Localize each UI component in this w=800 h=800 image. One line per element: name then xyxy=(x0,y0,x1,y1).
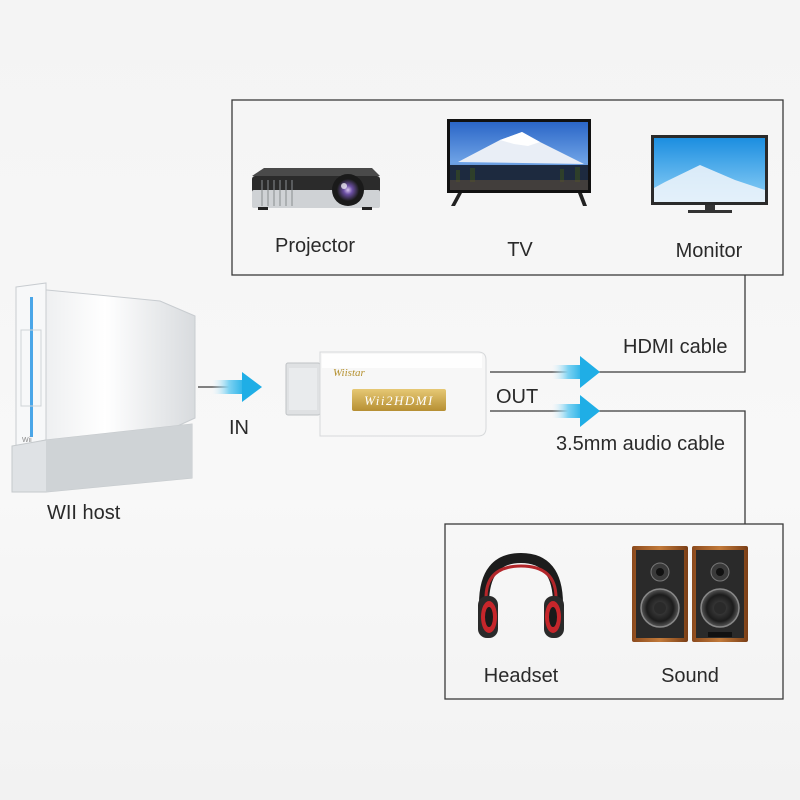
monitor-image xyxy=(651,135,768,213)
label-wii-host: WII host xyxy=(47,502,121,524)
speakers-image xyxy=(632,546,748,642)
audio-devices-box xyxy=(444,523,784,700)
audio-arrow xyxy=(552,395,600,427)
hdmi-adapter-image: Wiistar Wii2HDMI xyxy=(285,351,487,437)
headset-image xyxy=(478,552,564,638)
label-hdmi-cable: HDMI cable xyxy=(623,336,727,358)
display-devices-box xyxy=(231,99,784,276)
projector-image xyxy=(252,168,380,210)
label-tv: TV xyxy=(507,239,533,261)
adapter-gold-badge xyxy=(352,389,446,411)
svg-text:Wii: Wii xyxy=(22,437,32,444)
tv-image xyxy=(447,119,591,206)
label-audio-cable: 3.5mm audio cable xyxy=(556,433,725,455)
label-projector: Projector xyxy=(275,235,355,257)
adapter-model: Wii2HDMI xyxy=(364,393,434,408)
audio-cable-line xyxy=(490,410,746,524)
adapter-brand: Wiistar xyxy=(333,367,366,379)
label-headset: Headset xyxy=(484,665,559,687)
wii-console-image: Wii xyxy=(11,282,196,493)
label-out: OUT xyxy=(496,386,538,408)
label-in: IN xyxy=(229,417,249,439)
label-monitor: Monitor xyxy=(676,240,743,262)
input-arrow xyxy=(212,372,262,402)
label-sound: Sound xyxy=(661,665,719,687)
hdmi-arrow xyxy=(552,356,600,388)
